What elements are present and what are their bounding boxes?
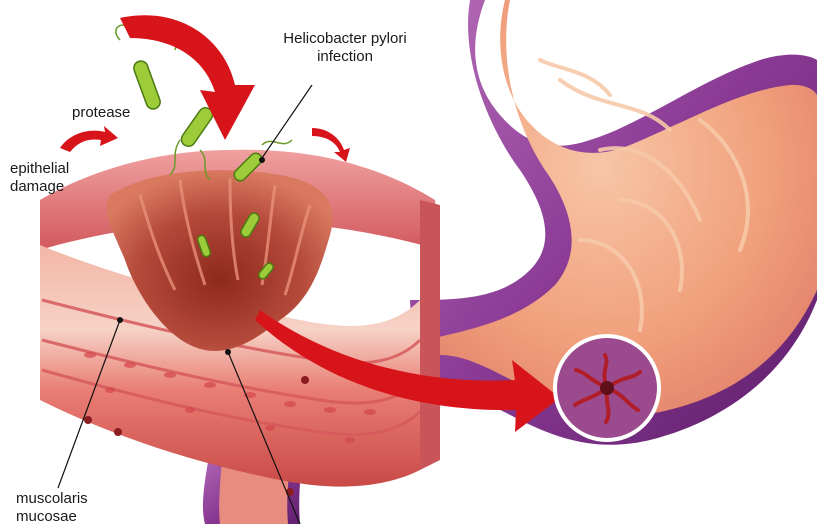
epithelial-line-1: epithelial — [10, 160, 69, 178]
muscolaris-line-1: muscolaris — [16, 490, 88, 508]
helicobacter-line-1: Helicobacter pylori — [270, 30, 420, 48]
protease-arrow-left-icon — [60, 126, 118, 152]
epithelial-line-2: damage — [10, 178, 69, 196]
epithelial-damage-label: epithelial damage — [10, 160, 69, 196]
muscolaris-line-2: mucosae — [16, 508, 88, 524]
helicobacter-label: Helicobacter pylori infection — [270, 30, 420, 66]
protease-label: protease — [72, 104, 130, 122]
muscolaris-label: muscolaris mucosae — [16, 490, 88, 524]
helicobacter-line-2: infection — [270, 48, 420, 66]
tissue-block — [40, 150, 440, 496]
